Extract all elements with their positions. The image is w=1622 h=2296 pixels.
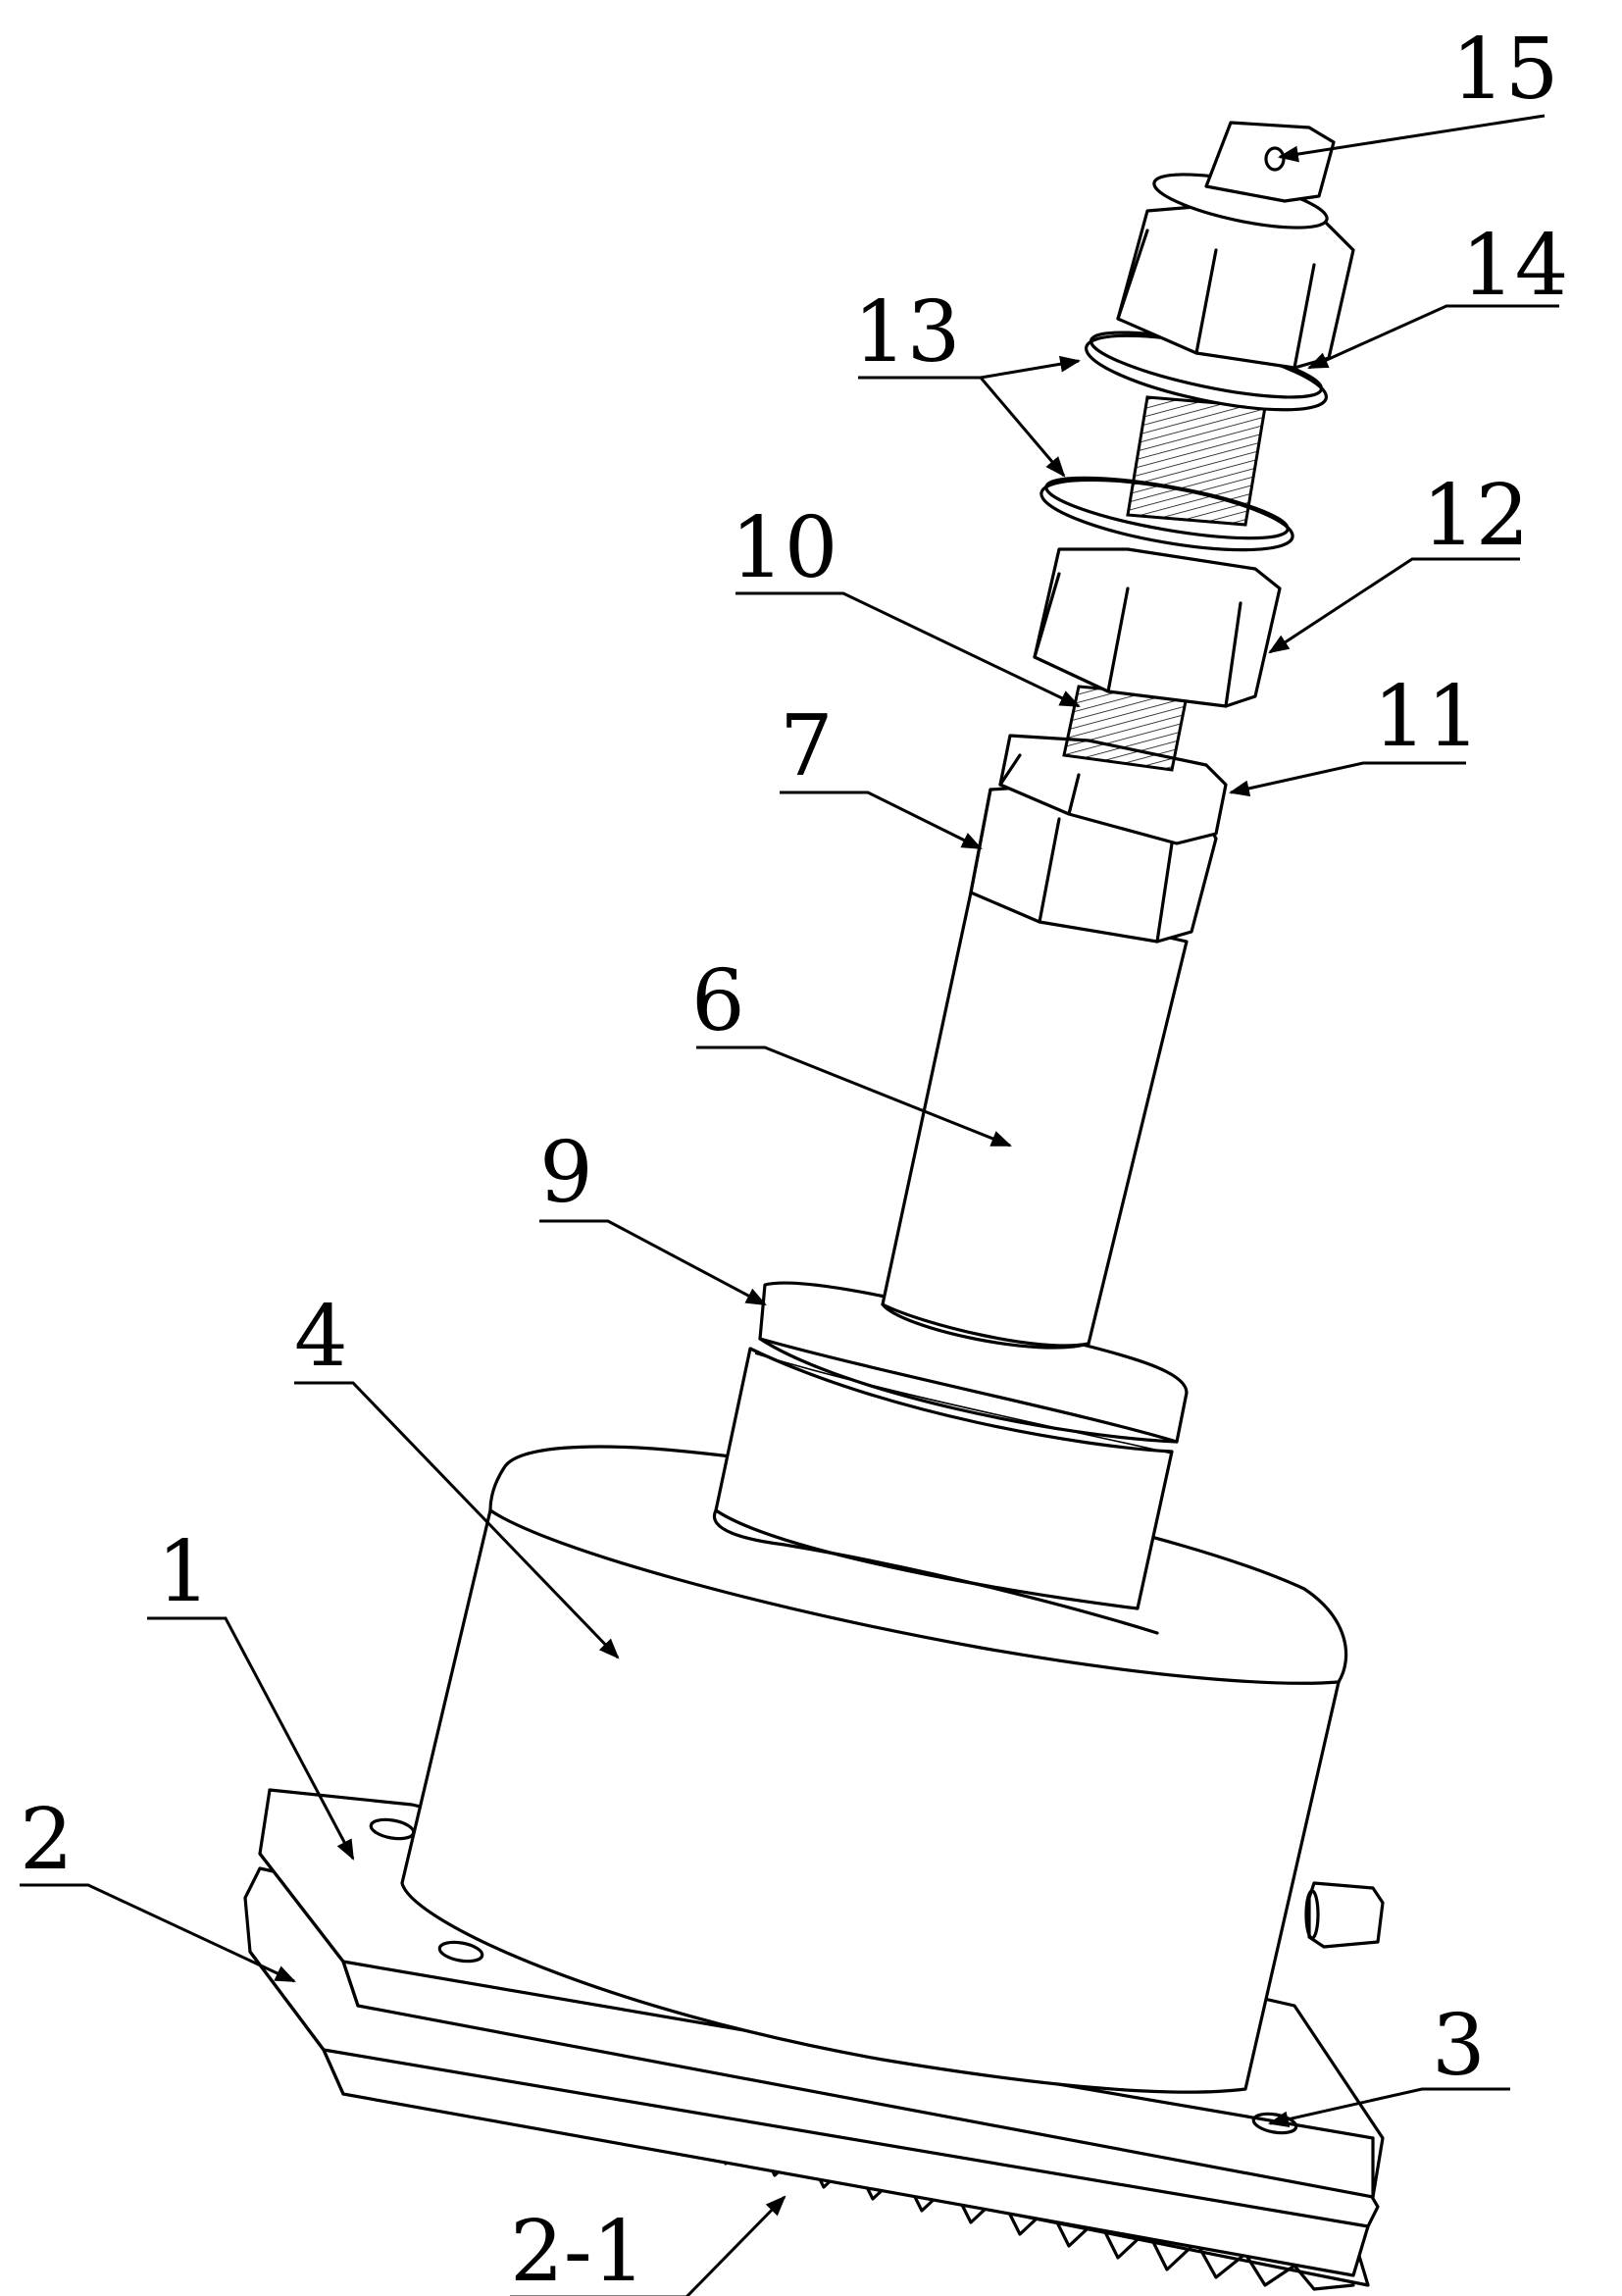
- leader-1: [147, 1616, 355, 1861]
- callout-11: 11: [1373, 668, 1480, 766]
- leader-9: [539, 1219, 767, 1306]
- leader-6: [696, 1046, 1012, 1148]
- leader-3: [1267, 2087, 1510, 2128]
- callout-4: 4: [294, 1288, 348, 1386]
- leader-4: [294, 1381, 620, 1659]
- callout-13: 13: [853, 283, 960, 382]
- callout-1: 1: [157, 1523, 211, 1621]
- square-head: [1152, 121, 1336, 230]
- leader-7: [780, 791, 983, 850]
- callout-10: 10: [731, 499, 837, 597]
- callout-14: 14: [1461, 217, 1568, 315]
- callout-15: 15: [1451, 21, 1558, 119]
- leader-12: [1268, 557, 1520, 654]
- callout-2: 2: [20, 1791, 74, 1889]
- threaded-rod-upper: [1126, 395, 1267, 527]
- shaft: [881, 891, 1189, 1350]
- callout-12: 12: [1422, 467, 1529, 565]
- leader-15: [1277, 114, 1546, 163]
- callouts: 15 14 13 12 10 11 7 6 9 4 1 2 3 2-1: [20, 21, 1568, 2296]
- leader-13b: [979, 377, 1066, 478]
- leader-lines: [20, 114, 1559, 2296]
- collar: [712, 1281, 1189, 1635]
- hex-nut-upper: [1033, 547, 1282, 708]
- leader-10: [735, 591, 1081, 708]
- leader-11: [1228, 761, 1466, 797]
- callout-3: 3: [1432, 1997, 1486, 2095]
- callout-6: 6: [691, 952, 745, 1050]
- callout-2-1: 2-1: [510, 2203, 646, 2296]
- mount-hole: [437, 1940, 484, 1964]
- callout-9: 9: [539, 1124, 593, 1222]
- leader-2-1: [510, 2195, 786, 2296]
- leader-14: [1307, 304, 1559, 370]
- side-knob: [1304, 1881, 1385, 1949]
- leader-2: [20, 1883, 296, 1983]
- callout-7: 7: [780, 697, 834, 795]
